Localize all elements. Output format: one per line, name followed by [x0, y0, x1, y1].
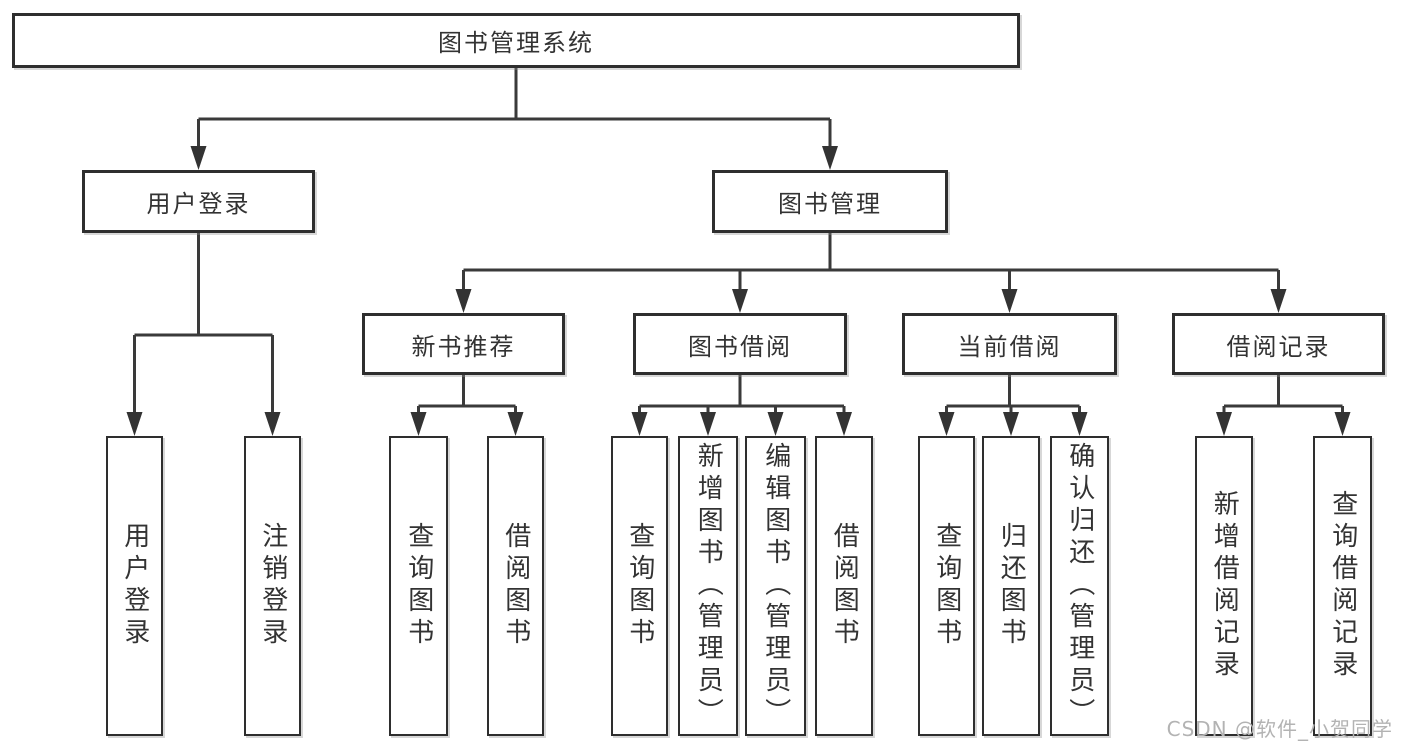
- node-label: 当前借阅: [957, 332, 1062, 361]
- leaf-query-borrow-record: 查询借阅记录: [1313, 436, 1372, 736]
- arrowhead-icon: [700, 412, 716, 436]
- leaf-label: 归还图书: [996, 522, 1027, 650]
- leaf-borrow-books-recommend: 借阅图书: [487, 436, 544, 736]
- node-book-management: 图书管理: [712, 170, 948, 233]
- node-label: 图书借阅: [688, 332, 792, 361]
- arrowhead-icon: [732, 289, 748, 313]
- arrowhead-icon: [264, 412, 281, 436]
- leaf-label: 确认归还（管理员）: [1064, 442, 1095, 730]
- node-book-borrowing: 图书借阅: [633, 313, 847, 375]
- arrowhead-icons: [126, 146, 1351, 436]
- arrowhead-icon: [822, 146, 838, 170]
- arrowhead-icon: [1001, 289, 1018, 313]
- arrowhead-icon: [126, 412, 143, 436]
- leaf-label: 查询借阅记录: [1327, 490, 1358, 682]
- connector-root-to-level2: [197, 68, 832, 150]
- arrowhead-icon: [455, 289, 472, 313]
- connector-records-to-leaves: [1222, 375, 1344, 416]
- arrowhead-icon: [631, 412, 648, 436]
- leaf-query-books-borrow: 查询图书: [611, 436, 668, 736]
- leaf-add-books-admin: 新增图书（管理员）: [678, 436, 738, 736]
- arrowhead-icon: [507, 412, 524, 436]
- arrowhead-icon: [938, 412, 955, 436]
- node-current-borrowing: 当前借阅: [902, 313, 1117, 375]
- node-label: 图书管理: [778, 190, 882, 218]
- arrowhead-icon: [767, 412, 784, 436]
- leaf-confirm-return-admin: 确认归还（管理员）: [1050, 436, 1109, 736]
- leaf-return-books: 归还图书: [982, 436, 1040, 736]
- arrowhead-icon: [1270, 289, 1287, 313]
- leaf-borrow-books: 借阅图书: [815, 436, 873, 736]
- watermark: CSDN @软件_小贺同学: [1166, 717, 1393, 741]
- leaf-label: 查询图书: [403, 522, 434, 650]
- leaf-edit-books-admin: 编辑图书（管理员）: [745, 436, 806, 736]
- node-borrowing-records: 借阅记录: [1172, 313, 1385, 375]
- arrowhead-icon: [1334, 412, 1351, 436]
- node-label: 图书管理系统: [438, 29, 594, 57]
- connector-user-login-to-leaves: [133, 233, 274, 416]
- arrowhead-icon: [1216, 412, 1232, 436]
- connector-book-management-to-level3: [462, 233, 1280, 293]
- arrowhead-icon: [190, 146, 207, 170]
- leaf-user-login: 用户登录: [106, 436, 163, 736]
- node-label: 借阅记录: [1226, 332, 1331, 361]
- leaf-label: 查询图书: [931, 522, 962, 650]
- node-label: 新书推荐: [411, 332, 516, 361]
- connector-new-book-to-leaves: [417, 375, 517, 416]
- arrowhead-icon: [410, 412, 427, 436]
- leaf-label: 新增借阅记录: [1209, 490, 1240, 682]
- node-user-login: 用户登录: [82, 170, 315, 233]
- leaf-label: 编辑图书（管理员）: [760, 442, 791, 730]
- leaf-query-books-recommend: 查询图书: [389, 436, 448, 736]
- leaf-add-borrow-record: 新增借阅记录: [1195, 436, 1253, 736]
- node-new-book-recommendation: 新书推荐: [362, 313, 565, 375]
- leaf-label: 用户登录: [119, 522, 150, 650]
- leaf-label: 借阅图书: [829, 522, 860, 650]
- leaf-logout-login: 注销登录: [244, 436, 301, 736]
- leaf-query-books-current: 查询图书: [918, 436, 975, 736]
- connector-current-borrow-to-leaves: [945, 375, 1081, 416]
- leaf-label: 注销登录: [257, 522, 288, 650]
- connector-book-borrow-to-leaves: [638, 375, 846, 416]
- node-library-management-system: 图书管理系统: [12, 13, 1020, 68]
- arrowhead-icon: [1071, 412, 1088, 436]
- leaf-label: 查询图书: [624, 522, 655, 650]
- leaf-label: 借阅图书: [500, 522, 531, 650]
- arrowhead-icon: [836, 412, 852, 436]
- leaf-label: 新增图书（管理员）: [693, 442, 724, 730]
- arrowhead-icon: [1003, 412, 1019, 436]
- node-label: 用户登录: [146, 190, 251, 218]
